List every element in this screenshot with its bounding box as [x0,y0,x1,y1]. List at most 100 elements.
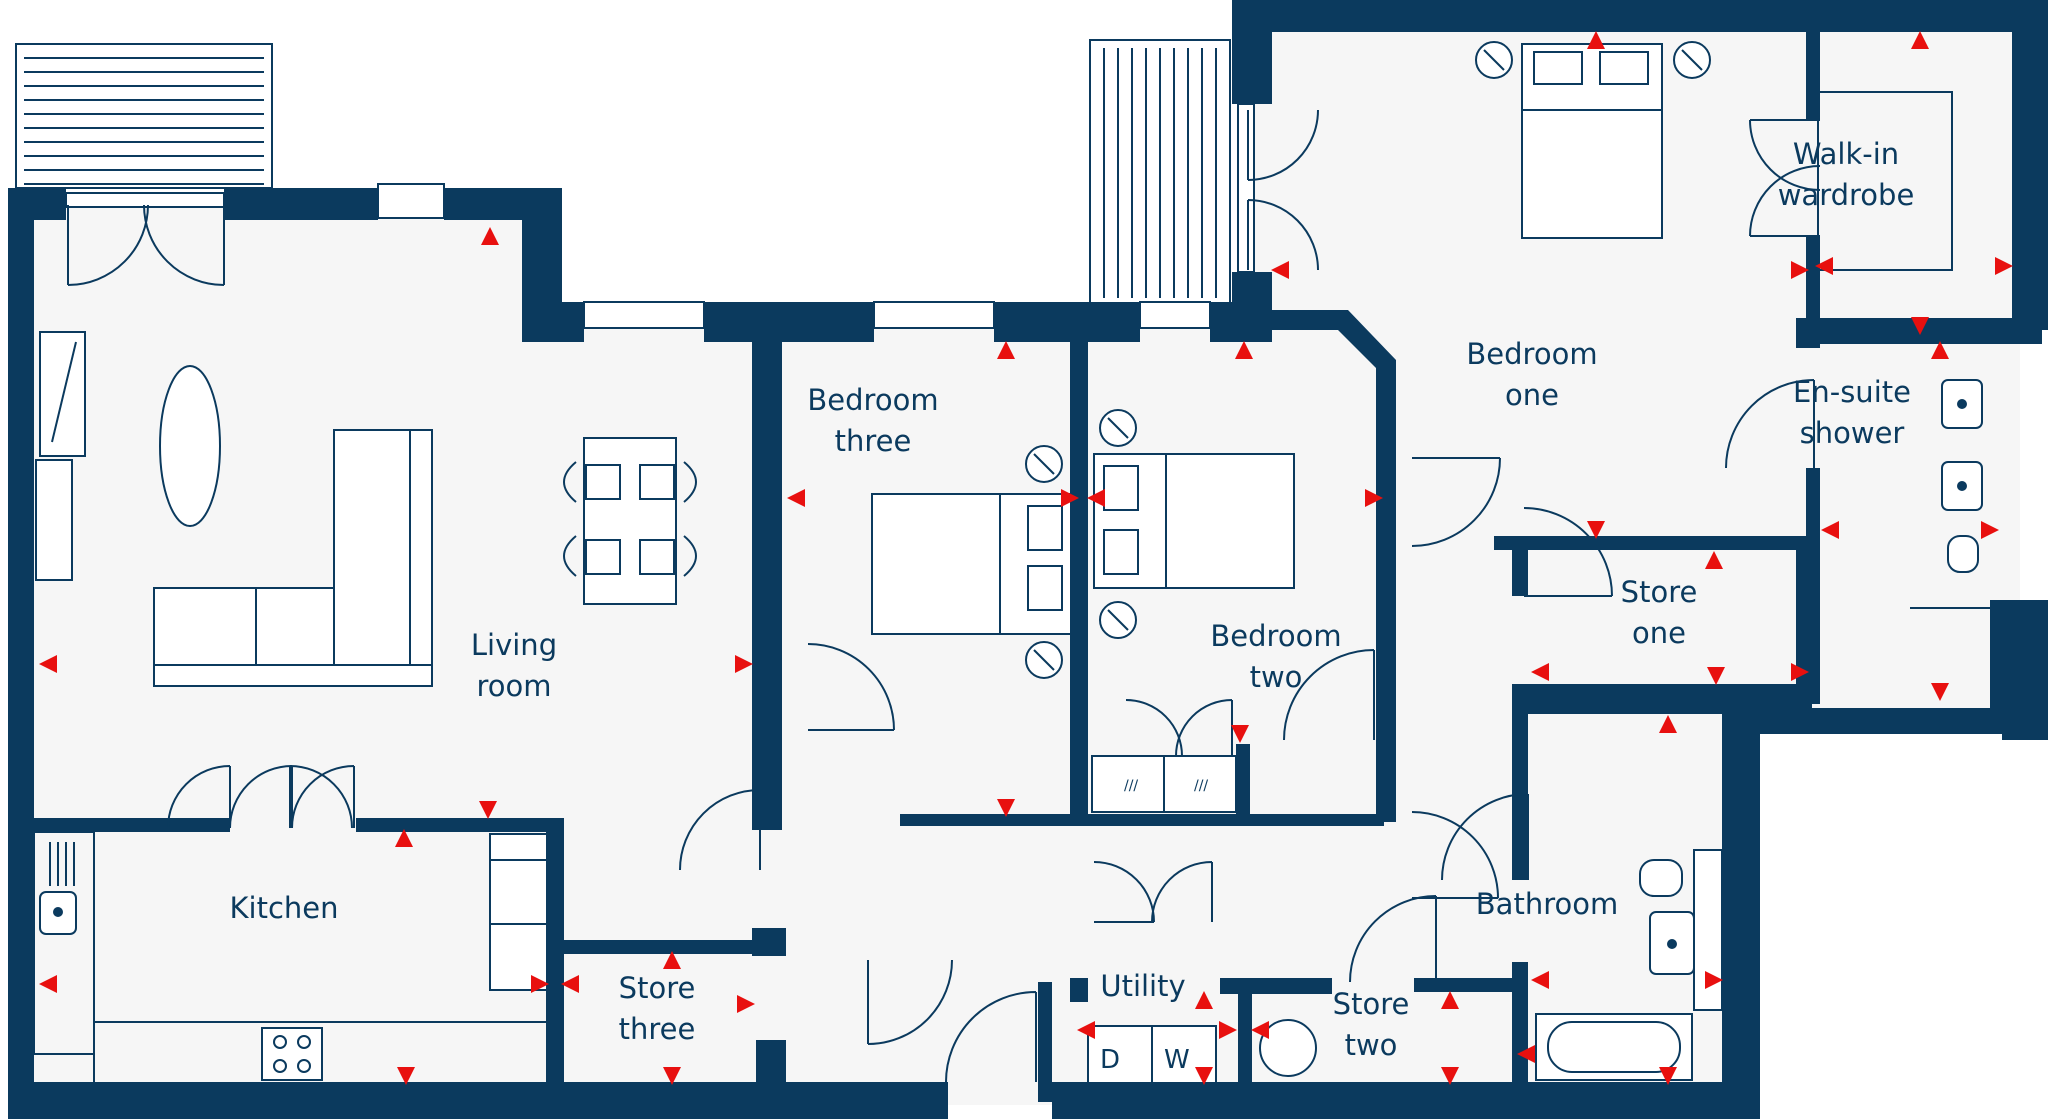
red-triangle-marker-icon [1659,715,1677,733]
room-label-line: Bedroom [1466,337,1597,371]
red-triangle-marker-icon [1911,31,1929,49]
wall-utility-top [1220,978,1332,994]
wall-walkin-left [1806,236,1820,348]
room-label-line: Bedroom [1210,619,1341,653]
red-triangle-marker-icon [997,341,1015,359]
door-swing-icon [945,991,1037,1083]
wall-store3-right [752,928,786,956]
walk-in-rail [1817,91,1953,271]
room-label-walk-in: Walk-in wardrobe [1778,137,1915,212]
door-swing-icon [289,765,353,829]
sink-icon [1941,379,1983,511]
red-triangle-marker-icon [787,489,805,507]
tv-icon [51,341,77,443]
red-triangle-marker-icon [1219,1021,1237,1039]
balcony-icon [15,43,273,189]
red-triangle-marker-icon [1531,663,1549,681]
bedside-lamp-icon [1475,41,1711,79]
balcony-left [15,43,273,189]
red-triangle-marker-icon [1815,257,1833,275]
red-triangle-marker-icon [1931,341,1949,359]
door-swing-icon [1151,861,1213,923]
red-triangle-marker-icon [1365,489,1383,507]
wall-bed2-diag [1272,310,1396,822]
wall-utility-top [1070,978,1088,1002]
wall-ensuite-top [1812,318,2042,344]
red-triangle-marker-icon [479,801,497,819]
room-label-line: two [1345,1028,1398,1062]
red-triangle-marker-icon [1061,489,1079,507]
wall-top-mid [704,302,874,342]
room-label-line: two [1250,660,1303,694]
wall-top-mid [994,302,1140,342]
room-label-line: three [619,1012,696,1046]
room-label-bedroom-three: Bedroom three [807,383,938,458]
wall-living-bed3 [752,342,782,830]
wall-store3-top [546,940,772,954]
wall-top-right [1232,0,2042,32]
wall-store1-bottom [1512,684,1812,714]
boiler-icon [1259,1019,1317,1077]
door-swing-icon [1283,649,1375,741]
room-label-line: one [1505,378,1559,412]
coffee-table [159,365,221,527]
sink-icon [39,842,77,935]
red-triangle-marker-icon [397,1067,415,1085]
room-label-line: shower [1800,416,1905,450]
furniture: /// /// [33,41,1990,1085]
wall-store3-right [756,1040,786,1110]
room-label-line: Bedroom [807,383,938,417]
red-triangle-marker-icon [39,655,57,673]
double-bed-icon [1521,43,1663,239]
room-label-utility: Utility [1100,969,1185,1003]
wall-living-kitchen [356,818,560,832]
wall-top-mid [522,302,584,342]
red-triangle-marker-icon [1195,991,1213,1009]
wall-bed2-wardrobe [1236,744,1250,822]
walls [8,0,2048,1119]
sofa-icon [153,429,433,687]
red-triangle-marker-icon [1517,1045,1535,1063]
window-icon [1139,301,1211,329]
window-icon [1237,103,1255,273]
room-label-bedroom-one: Bedroom one [1466,337,1597,412]
svg-text:///: /// [1124,778,1138,794]
toilet-icon [1947,535,1979,573]
wall-ensuite-left [1806,468,1820,704]
wall-left [8,192,34,1082]
door-swing-icon [867,959,953,1045]
svg-text:///: /// [1194,778,1208,794]
room-label-line: Utility [1100,969,1185,1003]
wall-bottom [8,1082,948,1119]
wall-right-bathroom [1722,708,1760,1119]
red-triangle-marker-icon [1705,971,1723,989]
room-label-line: Store [619,971,696,1005]
door-swing-icon [1441,793,1529,881]
wall-store1-top [1512,536,1812,550]
door-swing-icon [1411,811,1499,899]
room-label-line: Walk-in [1793,137,1899,171]
red-triangle-marker-icon [481,227,499,245]
red-triangle-marker-icon [1659,1067,1677,1085]
door-swing-icon [143,204,225,286]
room-label-line: Store [1621,575,1698,609]
room-label-bedroom-two: Bedroom two [1210,619,1341,694]
bath-icon [1535,1013,1693,1081]
wall-bath-left [1512,962,1528,1112]
door-swing-icon [1411,457,1501,547]
room-label-line: wardrobe [1778,178,1915,212]
wall-utility-right [1238,978,1252,1108]
red-triangle-marker-icon [1441,991,1459,1009]
armchair [35,459,73,581]
red-triangle-marker-icon [1707,667,1725,685]
door-swing-icon [1523,507,1613,597]
red-triangle-marker-icon [1271,261,1289,279]
red-triangle-marker-icon [1995,257,2013,275]
room-label-line: Bathroom [1476,887,1618,921]
doors [67,109,1821,1083]
room-label-line: three [835,424,912,458]
bedside-lamp-icon [1099,409,1137,639]
red-triangle-marker-icon [737,995,755,1013]
